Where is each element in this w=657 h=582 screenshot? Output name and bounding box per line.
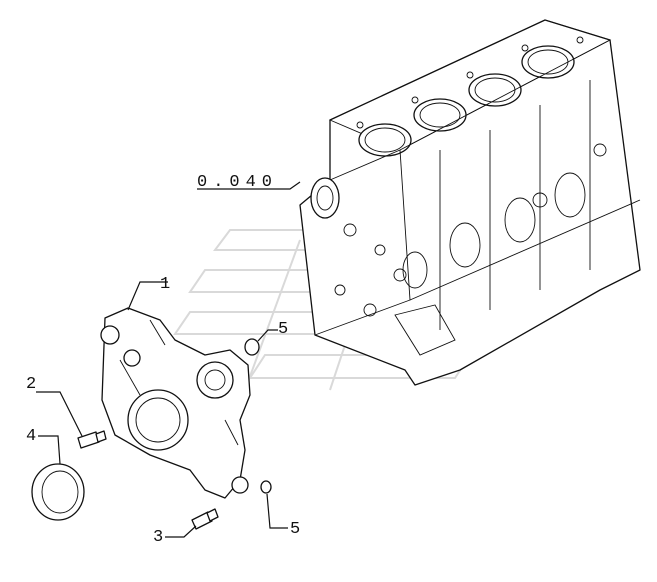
- callout-number-5-upper: 5: [278, 320, 288, 339]
- callout-number-2: 2: [26, 375, 36, 394]
- callout-3: 3: [153, 525, 197, 547]
- callout-number-5-lower: 5: [290, 520, 300, 539]
- callout-4: 4: [26, 427, 61, 465]
- reference-0040: 0.040: [197, 173, 301, 192]
- timing-cover: [100, 307, 251, 499]
- callout-2: 2: [26, 375, 83, 437]
- callout-number-4: 4: [26, 427, 36, 446]
- callout-5-upper: 5: [257, 320, 288, 342]
- callout-number-1: 1: [160, 275, 170, 294]
- plug-5-upper: [244, 338, 260, 356]
- bolt-3: [191, 508, 219, 530]
- plug-5-lower: [260, 480, 272, 494]
- seal-ring: [31, 463, 85, 521]
- engine-block: [299, 19, 641, 386]
- callout-number-3: 3: [153, 528, 163, 547]
- callout-1: 1: [127, 275, 170, 311]
- bolt-2: [77, 430, 107, 449]
- callout-5-lower: 5: [266, 493, 300, 539]
- reference-label: 0.040: [197, 173, 278, 192]
